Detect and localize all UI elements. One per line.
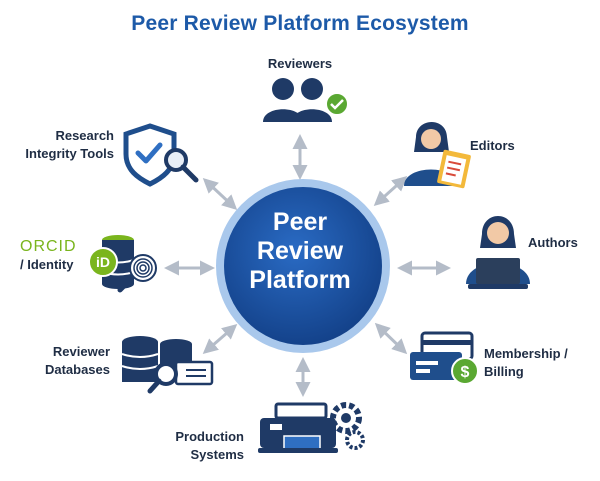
orcid-wordmark: ORCID [20,238,77,255]
editor-clipboard-icon [404,121,471,189]
author-laptop-icon [466,216,530,289]
billing-card-dollar-icon: $ [410,331,479,385]
node-production-label: Production Systems [140,428,244,464]
node-membership-line: Billing [484,364,524,379]
arrow-reviewer-db [202,324,238,354]
shield-check-magnifier-icon [123,123,199,187]
hub-line: Platform [249,266,351,294]
node-reviewer-db-line: Databases [44,362,110,377]
reviewers-group-check-icon [263,78,349,122]
arrow-integrity [202,177,238,211]
node-editors-label: Editors [470,137,560,155]
diagram-title: Peer Review Platform Ecosystem [131,12,469,35]
production-printer-gear-icon [258,402,365,453]
node-orcid-label: ORCID / Identity [20,238,90,274]
node-reviewers-line: Reviewers [267,56,333,71]
hub-line: Peer [272,208,328,236]
arrow-editors [373,175,408,207]
node-orcid-line: / Identity [20,257,74,272]
node-authors-line: Authors [528,235,578,250]
node-production-line: Production [175,429,244,444]
node-membership-label: Membership / Billing [484,345,594,381]
node-editors-line: Editors [470,138,515,153]
database-magnifier-icon [121,336,214,394]
hub-circle [216,179,390,353]
node-reviewers-label: Reviewers [240,55,360,73]
orcid-badge: iD [88,247,118,277]
node-membership-line: Membership / [484,346,568,361]
node-integrity-line: Integrity Tools [25,146,114,161]
node-production-line: Systems [190,447,244,462]
node-reviewer-db-line: Reviewer [52,344,110,359]
connector-arrows [164,134,451,397]
hub-label: Peer Review Platform [225,208,375,295]
arrow-membership [374,322,408,355]
node-reviewer-db-label: Reviewer Databases [14,343,110,379]
hub-line: Review [256,237,344,265]
svg-text:$: $ [461,364,470,381]
orcid-badge-text: iD [96,254,110,270]
node-authors-label: Authors [528,234,598,252]
node-integrity-label: Research Integrity Tools [4,127,114,163]
node-integrity-line: Research [55,128,114,143]
